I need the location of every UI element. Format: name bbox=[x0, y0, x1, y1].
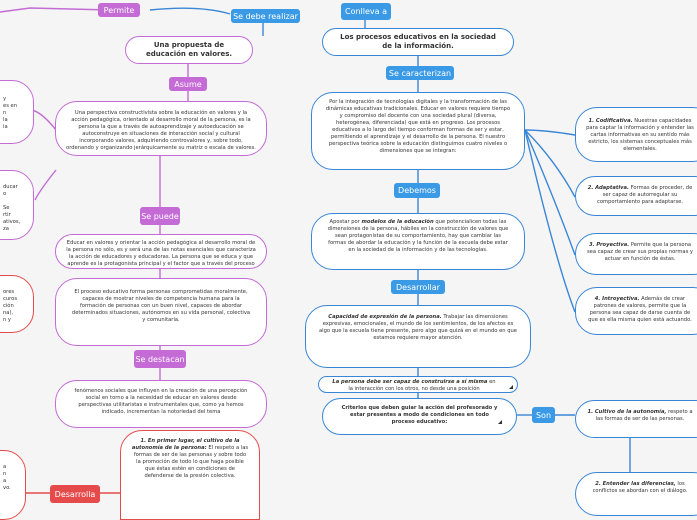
node-text: Trabajar las dimensiones expresivas, emo… bbox=[318, 314, 518, 342]
node-text: Permite que la persona sea capaz de crea… bbox=[586, 242, 693, 263]
node-lead: 3. Proyectiva. bbox=[588, 242, 630, 248]
node-cutoff-3[interactable]: ores curos ción na), n y bbox=[0, 275, 34, 333]
node-fenomenos-sociales[interactable]: fenómenos sociales que influyen en la cr… bbox=[55, 380, 267, 428]
node-lead: 1. En primer lugar, el cultivo de la aut… bbox=[131, 438, 240, 452]
label-permite[interactable]: Permite bbox=[98, 3, 140, 17]
node-educar-valores[interactable]: Educar en valores y orientar la acción p… bbox=[55, 234, 267, 269]
node-asume-perspectiva[interactable]: Una perspectiva constructivista sobre la… bbox=[55, 101, 267, 156]
node-text: fenómenos sociales que influyen en la cr… bbox=[74, 388, 248, 416]
node-codificativa[interactable]: 1. Codificativa. Nuestras capacidades pa… bbox=[575, 107, 697, 162]
node-text: Además de crear patrones de valores, per… bbox=[588, 296, 692, 324]
label-se-debe-realizar[interactable]: Se debe realizar bbox=[231, 9, 300, 23]
node-text: El respeto a las formas de ser de las pe… bbox=[133, 445, 249, 480]
node-text: Formas de proceder, de ser capaz de auto… bbox=[597, 185, 693, 206]
node-text-a: Apostar por bbox=[329, 219, 362, 225]
node-cutoff-1[interactable]: y es en n la ia bbox=[0, 80, 34, 144]
node-persona-construirse[interactable]: La persona debe ser capaz de construirse… bbox=[318, 376, 518, 393]
node-text: respeto a las formas de ser de las perso… bbox=[595, 409, 693, 423]
node-text: Criterios que deben guiar la acción del … bbox=[341, 405, 498, 426]
node-adaptativa[interactable]: 2. Adaptativa. Formas de proceder, de se… bbox=[575, 176, 697, 216]
node-lead: 4. Introyectiva. bbox=[594, 296, 640, 302]
node-procesos-educativos-sociedad[interactable]: Los procesos educativos en la sociedad d… bbox=[322, 28, 514, 56]
node-title-text: Una propuesta de educación en valores. bbox=[145, 40, 233, 58]
label-son[interactable]: Son bbox=[532, 407, 555, 423]
label-desarrollar[interactable]: Desarrollar bbox=[391, 280, 445, 294]
label-se-caracterizan[interactable]: Se caracterizan bbox=[386, 66, 454, 80]
label-debemos[interactable]: Debemos bbox=[394, 183, 440, 198]
node-lead: modelos de la educación bbox=[361, 219, 434, 225]
node-autonomia-persona[interactable]: 1. En primer lugar, el cultivo de la aut… bbox=[120, 430, 260, 520]
node-cultivo-autonomia[interactable]: 1. Cultivo de la autonomía, respeto a la… bbox=[575, 400, 697, 438]
node-text: y es en n la ia bbox=[3, 96, 18, 131]
node-text-b: que potencialicen todas las dimensiones … bbox=[327, 219, 509, 254]
node-proceso-educativo[interactable]: El proceso educativo forma personas comp… bbox=[55, 278, 267, 346]
node-text: Una perspectiva constructivista sobre la… bbox=[66, 110, 256, 152]
node-lead: 1. Cultivo de la autonomía, bbox=[587, 409, 667, 415]
node-cutoff-4[interactable]: a n a vo. bbox=[0, 450, 26, 520]
node-lead: La persona debe ser capaz de construirse… bbox=[332, 379, 488, 385]
label-desarrolla[interactable]: Desarrolla bbox=[50, 485, 100, 503]
node-text: Educar en valores y orientar la acción p… bbox=[66, 240, 256, 268]
node-capacidad-expresion[interactable]: Capacidad de expresión de la persona. Tr… bbox=[305, 305, 531, 368]
node-title-text: Los procesos educativos en la sociedad d… bbox=[340, 32, 496, 50]
node-integracion-tecnologias[interactable]: Por la integración de tecnologías digita… bbox=[311, 92, 525, 170]
node-lead: 2. Entender las diferencias, bbox=[595, 481, 676, 487]
label-asume[interactable]: Asume bbox=[169, 77, 207, 91]
node-lead: Capacidad de expresión de la persona. bbox=[328, 314, 442, 320]
node-text: en la interacción con los otros, no desd… bbox=[348, 379, 496, 393]
node-proyectiva[interactable]: 3. Proyectiva. Permite que la persona se… bbox=[575, 233, 697, 275]
node-modelos-educacion[interactable]: Apostar por modelos de la educación que … bbox=[311, 213, 525, 270]
node-cutoff-2[interactable]: ducar o Se rtir ativos, za bbox=[0, 170, 34, 240]
edit-icon[interactable] bbox=[498, 420, 502, 424]
node-text: ores curos ción na), n y bbox=[3, 289, 18, 324]
node-propuesta-educacion-valores[interactable]: Una propuesta de educación en valores. bbox=[125, 36, 253, 64]
node-text: a n a vo. bbox=[3, 464, 11, 492]
node-text: Por la integración de tecnologías digita… bbox=[325, 99, 511, 155]
label-se-destacan[interactable]: Se destacan bbox=[134, 350, 186, 368]
node-text: El proceso educativo forma personas comp… bbox=[71, 289, 251, 324]
label-se-puede[interactable]: Se puede bbox=[140, 207, 180, 225]
node-introyectiva[interactable]: 4. Introyectiva. Además de crear patrone… bbox=[575, 287, 697, 335]
node-lead: 1. Codificativa. bbox=[588, 118, 633, 124]
node-text: los conflictos se abordan con el diálogo… bbox=[592, 481, 688, 495]
node-entender-diferencias[interactable]: 2. Entender las diferencias, los conflic… bbox=[575, 472, 697, 516]
node-criterios-profesorado[interactable]: Criterios que deben guiar la acción del … bbox=[322, 398, 517, 435]
node-text: ducar o Se rtir ativos, za bbox=[3, 184, 21, 233]
label-conlleva-a[interactable]: Conlleva a bbox=[341, 3, 391, 20]
node-text: Nuestras capacidades para captar la info… bbox=[586, 118, 694, 153]
node-lead: 2. Adaptativa. bbox=[587, 185, 629, 191]
edit-icon[interactable] bbox=[509, 385, 513, 389]
